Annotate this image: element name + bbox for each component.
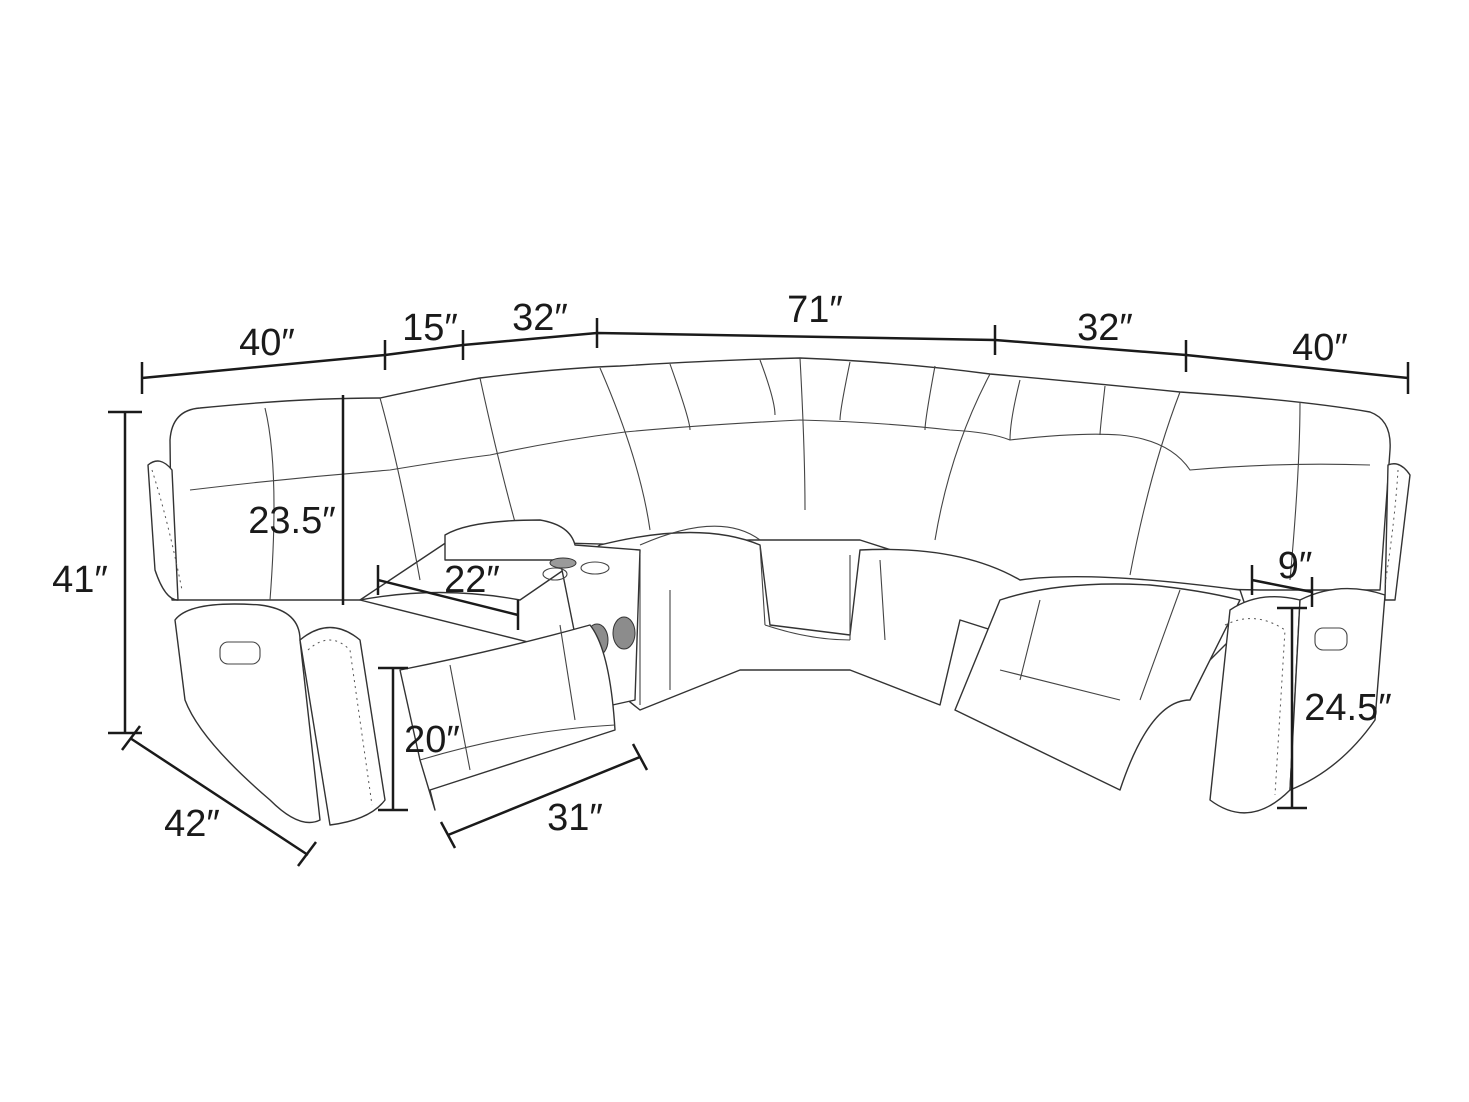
label-extended-footrest: 31″ [547,797,603,839]
power-button-icon [219,641,261,665]
sofa-drawing [147,357,1411,826]
label-overall-height: 41″ [52,559,108,601]
label-seat-depth: 22″ [444,559,500,601]
label-console-width: 15″ [402,307,458,349]
speaker-icon [612,616,636,650]
left-footrest [399,624,616,811]
nailhead-trim [151,469,1399,806]
dimension-labels: 40″ 15″ 32″ 71″ 32″ 40″ 41″ 23.5″ 22″ 9″… [52,289,1392,845]
left-recliner-arm [174,603,321,824]
label-back-height: 23.5″ [248,500,335,542]
label-left-armless-width: 32″ [512,297,568,339]
dimension-lines [108,318,1410,867]
label-right-recliner-width: 40″ [1292,327,1348,369]
label-right-armless-width: 32″ [1077,307,1133,349]
cupholder-icon [549,557,577,569]
power-button-icon [1314,627,1348,651]
label-seat-height: 20″ [404,719,460,761]
cupholder-icon [580,561,610,575]
label-left-recliner-width: 40″ [239,322,295,364]
label-corner-width: 71″ [787,289,843,331]
label-arm-width: 9″ [1278,545,1313,587]
sofa-back [169,357,1391,601]
label-depth: 42″ [164,803,220,845]
cupholder-icon [542,567,568,581]
label-arm-height: 24.5″ [1304,687,1391,729]
right-footrest [954,583,1241,791]
